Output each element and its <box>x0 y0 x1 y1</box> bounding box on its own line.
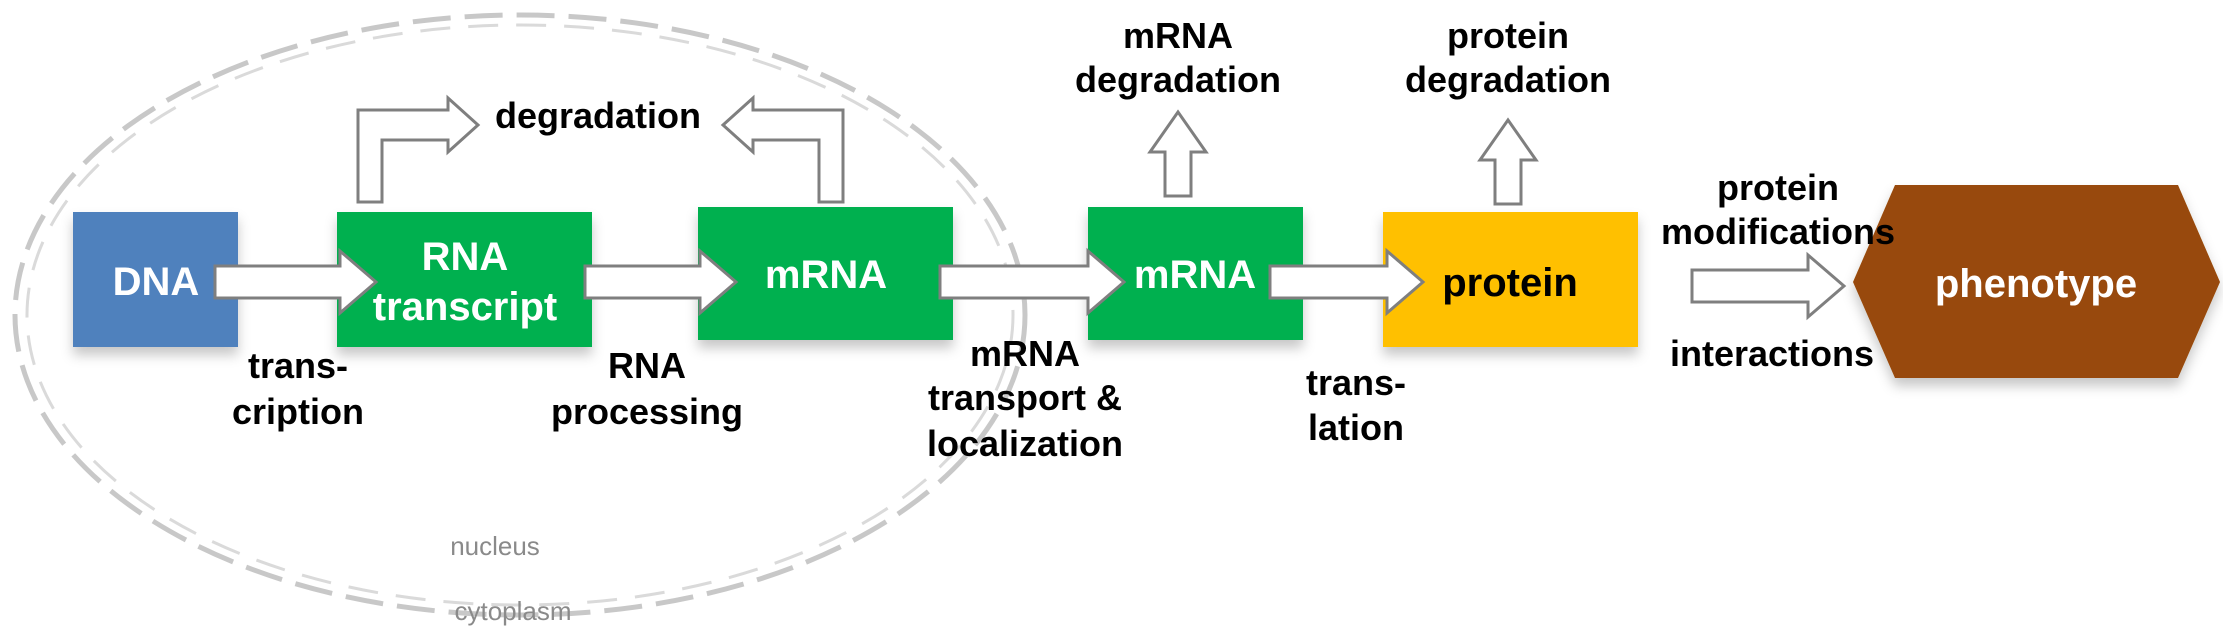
phenotype-hexagon <box>1853 185 2220 378</box>
translation-label-line2: lation <box>1308 407 1404 448</box>
mrna-nuclear-box <box>698 207 953 340</box>
rna-processing-arrow <box>583 247 739 317</box>
nucleus-boundary <box>12 12 1028 618</box>
mrna-transport-arrow <box>938 247 1127 317</box>
translation-arrow <box>1268 247 1426 317</box>
dna-label: DNA <box>113 260 200 304</box>
rna-processing-label-line1: RNA <box>608 345 686 386</box>
transcription-label-line1: trans- <box>248 345 348 386</box>
mrna-degradation-label-line1: mRNA <box>1123 15 1233 56</box>
phenotype-label: phenotype <box>1935 262 2137 306</box>
mrna-degradation-arrow <box>1147 109 1209 198</box>
dna-box <box>73 212 238 347</box>
rna-transcript-box <box>337 212 592 347</box>
translation-label-line1: trans- <box>1306 362 1406 403</box>
mrna-cytoplasmic-label: mRNA <box>1134 253 1256 297</box>
protein-box <box>1383 212 1638 347</box>
protein-modifications-label-line2: modifications <box>1661 211 1895 252</box>
protein-degradation-arrow <box>1477 117 1539 206</box>
mrna-transport-label-line2: transport & <box>928 377 1122 418</box>
rna-processing-label-line2: processing <box>551 391 743 432</box>
protein-degradation-label-line2: degradation <box>1405 59 1611 100</box>
mrna-transport-label-line3: localization <box>927 423 1123 464</box>
mrna-transport-label-line1: mRNA <box>970 333 1080 374</box>
nucleus-label: nucleus <box>450 531 540 561</box>
protein-label: protein <box>1442 261 1578 305</box>
protein-modifications-arrow <box>1690 251 1847 321</box>
protein-degradation-label-line1: protein <box>1447 15 1569 56</box>
cytoplasm-label: cytoplasm <box>454 596 571 626</box>
mrna-cytoplasmic-box <box>1088 207 1303 340</box>
interactions-label: interactions <box>1670 333 1874 374</box>
mrna-nuclear-degradation-arrow <box>720 94 845 204</box>
transcription-arrow <box>213 247 379 317</box>
degradation-label: degradation <box>495 95 701 136</box>
mrna-degradation-label-line2: degradation <box>1075 59 1281 100</box>
protein-modifications-label-line1: protein <box>1717 167 1839 208</box>
transcription-label-line2: cription <box>232 391 364 432</box>
mrna-nuclear-label: mRNA <box>765 253 887 297</box>
rna-transcript-label-line2: transcript <box>373 285 558 329</box>
transcript-degradation-arrow <box>356 94 481 204</box>
rna-transcript-label-line1: RNA <box>422 235 509 279</box>
